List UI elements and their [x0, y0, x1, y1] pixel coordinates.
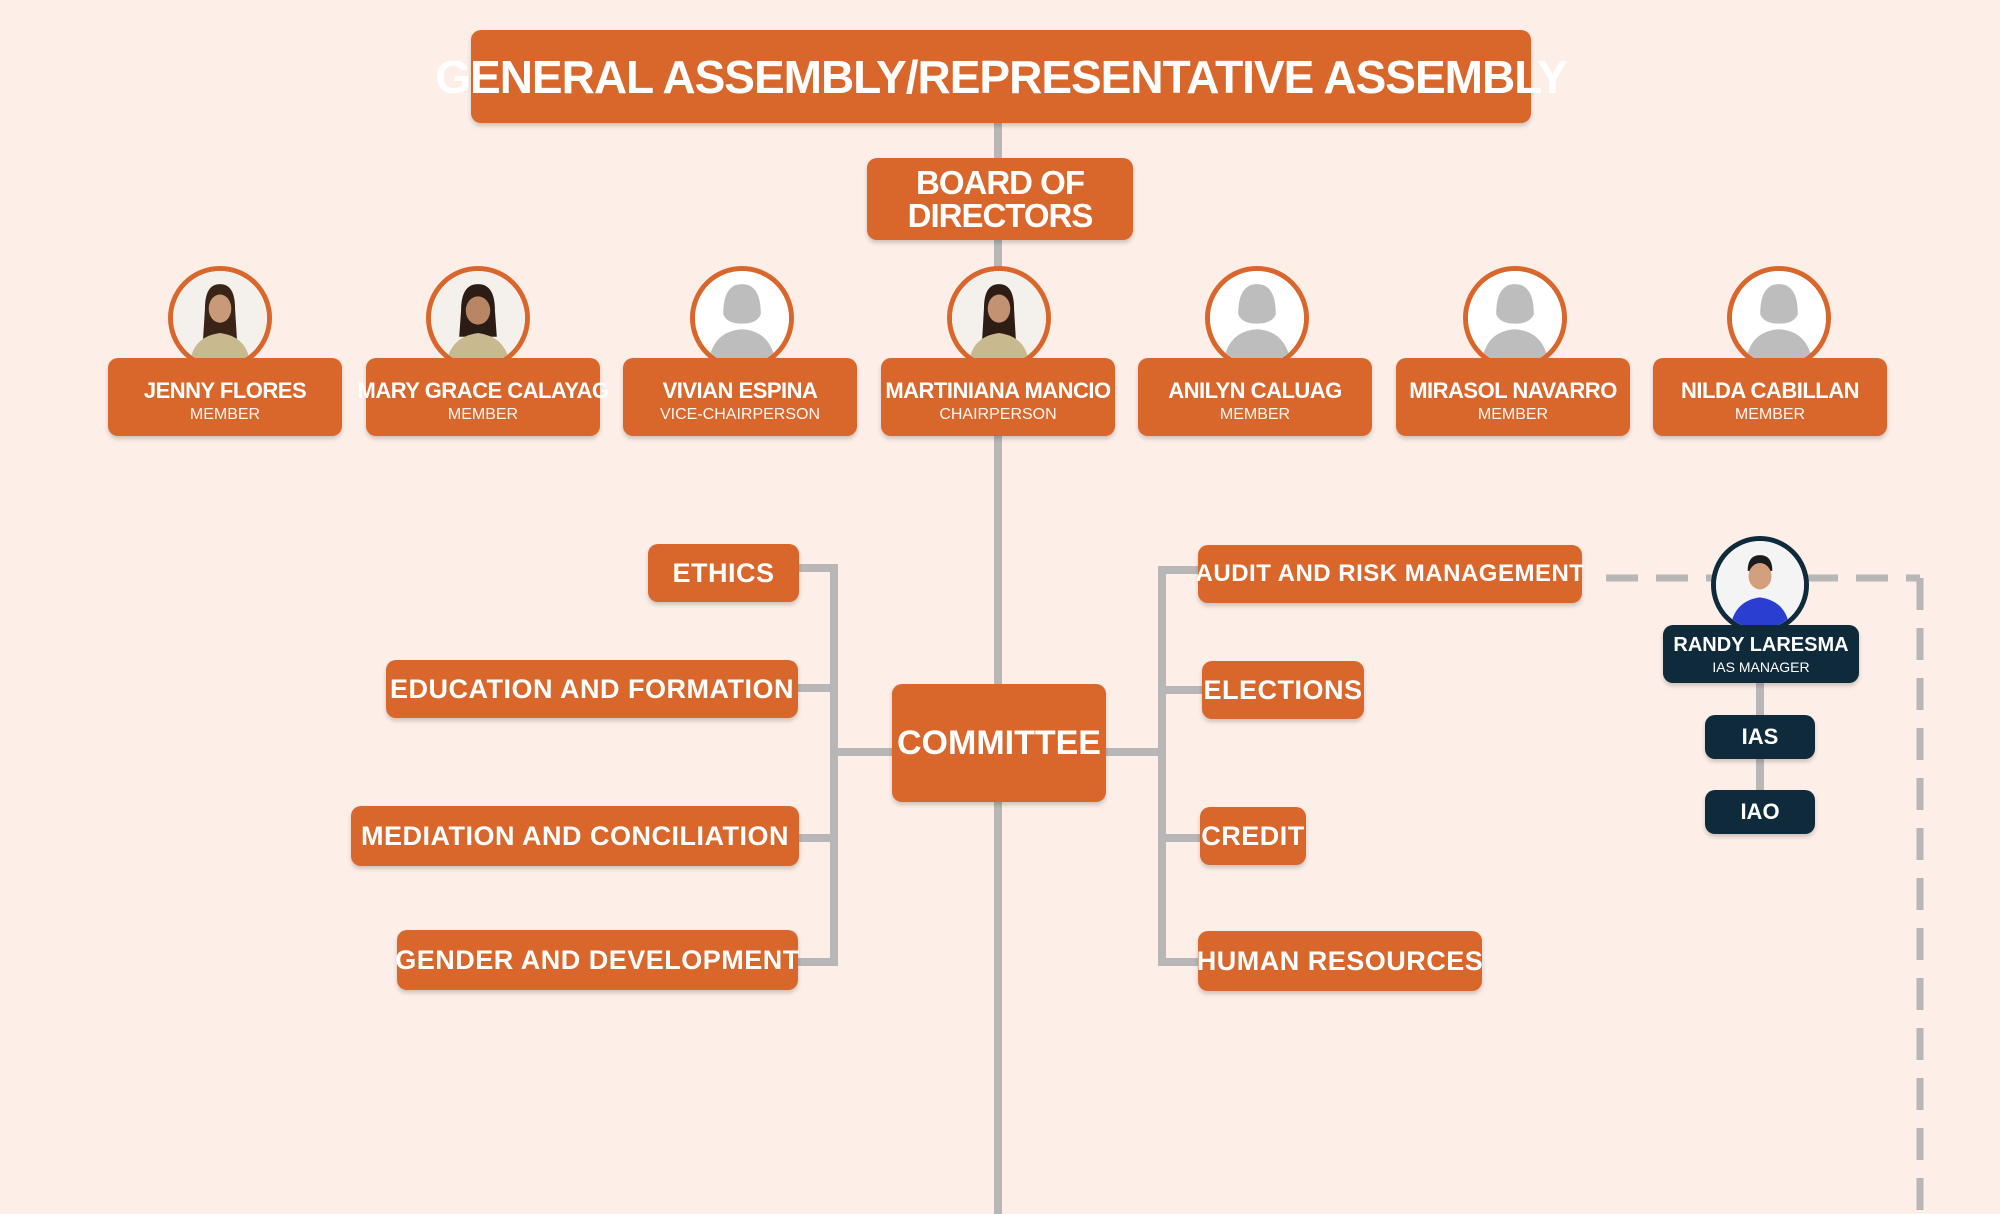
photo-woman-icon — [426, 266, 530, 370]
general-assembly-title: GENERAL ASSEMBLY/REPRESENTATIVE ASSEMBLY — [435, 50, 1568, 103]
committee-education-and-formation: EDUCATION AND FORMATION — [386, 660, 798, 718]
committee-mediation-and-conciliation: MEDIATION AND CONCILIATION — [351, 806, 799, 866]
member-role: MEMBER — [1219, 406, 1291, 423]
member-card-nilda-cabillan: NILDA CABILLAN MEMBER — [1653, 358, 1887, 436]
committee-gender-and-development: GENDER AND DEVELOPMENT — [395, 930, 800, 990]
committee-ethics: ETHICS — [648, 544, 799, 602]
committee-human-resources: HUMAN RESOURCES — [1196, 931, 1484, 991]
committee-label: COMMITTEE — [897, 723, 1101, 762]
ias-manager-role: IAS MANAGER — [1712, 658, 1810, 675]
member-name: JENNY FLORES — [143, 378, 307, 403]
member-name: NILDA CABILLAN — [1681, 378, 1859, 403]
board-line-1: BOARD OF — [916, 164, 1085, 201]
member-name: MARY GRACE CALAYAG — [357, 378, 609, 403]
member-card-martiniana-mancio: MARTINIANA MANCIO CHAIRPERSON — [881, 358, 1115, 436]
committee-elections: ELECTIONS — [1202, 661, 1364, 719]
photo-woman-icon — [947, 266, 1051, 370]
member-role: MEMBER — [447, 406, 519, 423]
member-card-vivian-espina: VIVIAN ESPINA VICE-CHAIRPERSON — [623, 358, 857, 436]
photo-man-icon — [1711, 536, 1809, 634]
member-card-jenny-flores: JENNY FLORES MEMBER — [108, 358, 342, 436]
committee-credit: CREDIT — [1200, 807, 1306, 865]
unit-label: IAO — [1740, 799, 1780, 824]
board-of-directors-box: BOARD OF DIRECTORS — [867, 158, 1133, 240]
committee-name: GENDER AND DEVELOPMENT — [395, 944, 800, 975]
member-name: MARTINIANA MANCIO — [885, 378, 1111, 403]
member-role: CHAIRPERSON — [939, 406, 1057, 423]
member-role: MEMBER — [189, 406, 261, 423]
committee-name: HUMAN RESOURCES — [1196, 945, 1484, 976]
member-card-mary-grace-calayag: MARY GRACE CALAYAG MEMBER — [358, 358, 609, 436]
board-line-2: DIRECTORS — [907, 197, 1094, 234]
committee-name: MEDIATION AND CONCILIATION — [361, 820, 789, 851]
general-assembly-box: GENERAL ASSEMBLY/REPRESENTATIVE ASSEMBLY — [435, 30, 1568, 123]
unit-ias: IAS — [1705, 715, 1815, 759]
member-card-anilyn-caluag: ANILYN CALUAG MEMBER — [1138, 358, 1372, 436]
member-card-mirasol-navarro: MIRASOL NAVARRO MEMBER — [1396, 358, 1630, 436]
committee-audit-and-risk-management: AUDIT AND RISK MANAGEMENT — [1195, 545, 1585, 603]
placeholder-person-icon — [690, 266, 794, 370]
placeholder-person-icon — [1205, 266, 1309, 370]
committee-name: ETHICS — [672, 557, 775, 588]
photo-woman-icon — [168, 266, 272, 370]
member-name: ANILYN CALUAG — [1168, 378, 1342, 403]
committee-name: AUDIT AND RISK MANAGEMENT — [1195, 560, 1585, 587]
member-name: VIVIAN ESPINA — [662, 378, 818, 403]
member-name: MIRASOL NAVARRO — [1409, 378, 1617, 403]
member-role: MEMBER — [1477, 406, 1549, 423]
committee-box: COMMITTEE — [892, 684, 1106, 802]
member-role: MEMBER — [1734, 406, 1806, 423]
committee-name: EDUCATION AND FORMATION — [390, 673, 794, 704]
unit-iao: IAO — [1705, 790, 1815, 834]
member-role: VICE-CHAIRPERSON — [659, 406, 821, 423]
placeholder-person-icon — [1727, 266, 1831, 370]
committee-name: ELECTIONS — [1203, 674, 1363, 705]
placeholder-person-icon — [1463, 266, 1567, 370]
ias-manager-card: RANDY LARESMA IAS MANAGER — [1663, 625, 1859, 683]
committee-name: CREDIT — [1201, 820, 1305, 851]
ias-manager-name: RANDY LARESMA — [1673, 633, 1849, 656]
unit-label: IAS — [1741, 724, 1779, 749]
